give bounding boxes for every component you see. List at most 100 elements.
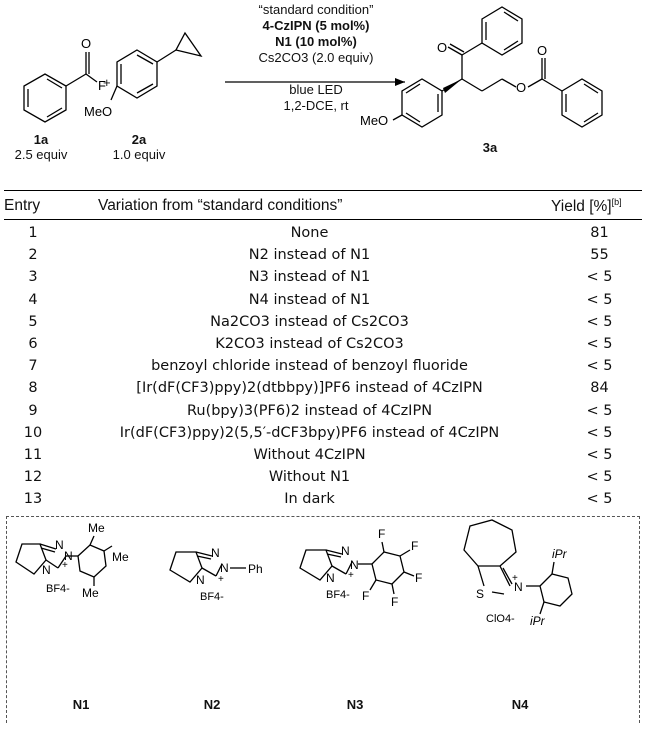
row-yield: < 5 (586, 424, 613, 441)
table-row: 9 Ru(bpy)3(PF6)2 instead of 4CzIPN < 5 (4, 400, 642, 422)
n3-sub-f-1: F (378, 527, 385, 541)
condition-nhc: N1 (10 mol%) (275, 34, 357, 49)
n3-atom-n-a: N (341, 544, 350, 558)
n2-counterion: BF4- (200, 591, 224, 603)
n1-sub-me-bottom: Me (82, 586, 99, 600)
n4-atom-s: S (476, 587, 484, 601)
row-variation: N3 instead of N1 (248, 269, 371, 286)
header-yield: Yield [%][b] (551, 197, 622, 216)
row-yield: < 5 (586, 446, 613, 463)
n2-atom-n-c: N (196, 573, 205, 587)
n2-plus: + (218, 574, 224, 585)
row-entry: 13 (23, 491, 43, 508)
atom-meo-2a: MeO (84, 104, 112, 119)
row-entry: 7 (28, 358, 38, 375)
table-top-rule (4, 190, 642, 191)
row-yield: < 5 (586, 336, 613, 353)
row-entry: 3 (28, 269, 38, 286)
row-variation: Without N1 (268, 469, 351, 486)
atom-o-1a: O (81, 36, 91, 51)
row-variation: benzoyl chloride instead of benzoyl fluo… (151, 358, 468, 375)
row-variation: Ru(bpy)3(PF6)2 instead of 4CzIPN (186, 402, 433, 419)
n4-atom-n: N (514, 580, 523, 594)
row-yield: < 5 (586, 491, 613, 508)
row-yield: < 5 (586, 291, 613, 308)
row-variation: N2 instead of N1 (248, 247, 371, 264)
product-3a-structure: O O O MeO (360, 6, 603, 128)
n3-atom-n-c: N (326, 571, 335, 585)
row-entry: 5 (28, 313, 38, 330)
table-header-rule (4, 219, 642, 220)
row-yield: < 5 (586, 402, 613, 419)
row-entry: 1 (28, 225, 38, 242)
n3-sub-f-5: F (362, 589, 369, 603)
header-entry: Entry (4, 197, 41, 214)
header-variation: Variation from “standard conditions” (98, 197, 343, 214)
n2-sub-ph: Ph (248, 562, 263, 576)
row-yield: < 5 (586, 358, 613, 375)
atom-o-ketone: O (437, 40, 447, 55)
reaction-arrow (225, 78, 405, 86)
catalyst-n1-label: N1 (72, 697, 90, 712)
catalyst-n3-label: N3 (346, 697, 364, 712)
row-yield: < 5 (586, 269, 613, 286)
plus-sign: + (103, 75, 111, 90)
n4-sub-ipr-bottom: iPr (530, 614, 546, 628)
table-row: 12 Without N1 < 5 (4, 466, 642, 488)
row-entry: 9 (28, 402, 38, 419)
row-entry: 11 (23, 446, 43, 463)
table-row: 5 Na2CO3 instead of Cs2CO3 < 5 (4, 311, 642, 333)
reagent-1a-structure: O F (23, 36, 106, 123)
n3-atom-n-b: N (350, 558, 359, 572)
table-row: 8 [Ir(dF(CF3)ppy)2(dtbbpy)]PF6 instead of… (4, 377, 642, 399)
row-variation: N4 instead of N1 (248, 291, 371, 308)
n1-sub-me-para: Me (112, 550, 129, 564)
atom-o-carbonyl: O (537, 43, 547, 58)
n1-atom-n-a: N (55, 538, 64, 552)
row-yield: < 5 (586, 313, 613, 330)
n4-counterion: ClO4- (486, 613, 515, 625)
product-3a-label: 3a (482, 140, 498, 155)
n3-sub-f-3: F (415, 571, 422, 585)
n1-counterion: BF4- (46, 583, 70, 595)
table-row: 3 N3 instead of N1 < 5 (4, 266, 642, 288)
row-variation: Na2CO3 instead of Cs2CO3 (210, 313, 409, 330)
row-variation: [Ir(dF(CF3)ppy)2(dtbbpy)]PF6 instead of … (136, 380, 483, 397)
condition-base: Cs2CO3 (2.0 equiv) (258, 50, 374, 65)
n3-plus: + (348, 570, 354, 581)
row-yield: 81 (590, 225, 609, 242)
n4-sub-ipr-top: iPr (552, 547, 568, 561)
row-yield: 84 (590, 380, 609, 397)
row-yield: 55 (590, 247, 609, 264)
n3-sub-f-4: F (391, 595, 398, 609)
n1-sub-me-top: Me (88, 521, 105, 535)
atom-o-ester: O (516, 80, 526, 95)
row-entry: 12 (23, 469, 43, 486)
atom-meo-3a: MeO (360, 113, 388, 128)
condition-light: blue LED (289, 82, 343, 97)
table-row: 7 benzoyl chloride instead of benzoyl flu… (4, 355, 642, 377)
atom-f-1a: F (98, 78, 106, 93)
condition-photocatalyst: 4-CzIPN (5 mol%) (262, 18, 370, 33)
n1-atom-n-c: N (42, 563, 51, 577)
row-yield: < 5 (586, 469, 613, 486)
row-entry: 8 (28, 380, 38, 397)
n1-atom-n-b: N (64, 549, 73, 563)
catalyst-n2-label: N2 (203, 697, 221, 712)
condition-label: “standard condition” (258, 2, 374, 17)
row-entry: 6 (28, 336, 38, 353)
n4-plus: + (512, 573, 518, 584)
